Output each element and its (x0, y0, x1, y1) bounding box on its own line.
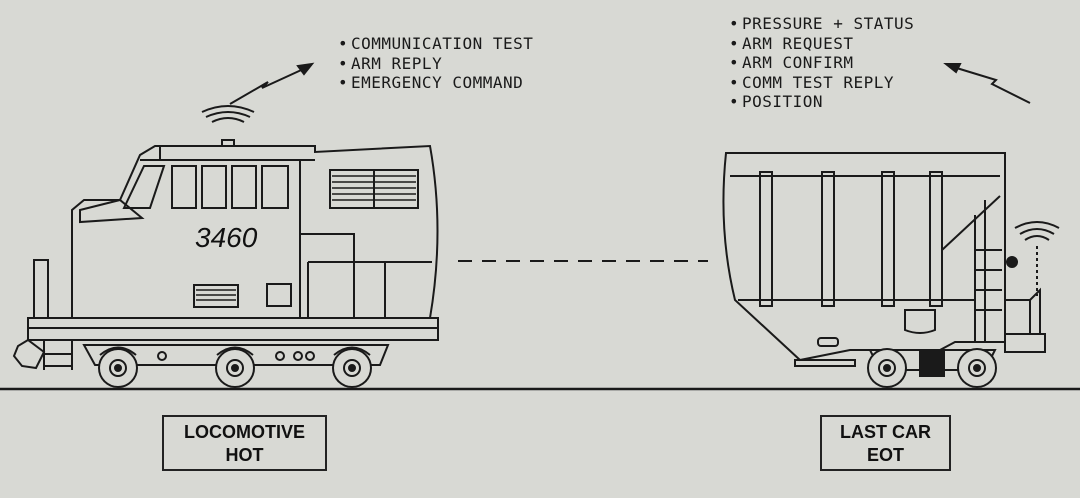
locomotive-message-list: COMMUNICATION TEST ARM REPLY EMERGENCY C… (338, 34, 533, 93)
locomotive-number: 3460 (195, 222, 258, 253)
last-car-label: LAST CAR EOT (820, 415, 951, 471)
locomotive-label-line1: LOCOMOTIVE (184, 422, 305, 442)
message-item: COMMUNICATION TEST (338, 34, 533, 54)
message-item: COMM TEST REPLY (729, 73, 914, 93)
locomotive-label: LOCOMOTIVE HOT (162, 415, 327, 471)
locomotive-label-line2: HOT (225, 445, 264, 465)
last-car-label-line2: EOT (866, 445, 904, 465)
message-item: POSITION (729, 92, 914, 112)
signal-arrow-eot (943, 63, 1031, 104)
eot-antenna-icon (1014, 221, 1060, 241)
loco-antenna-icon (201, 105, 255, 147)
message-item: EMERGENCY COMMAND (338, 73, 533, 93)
signal-arrow-loco (229, 62, 315, 105)
message-item: ARM REQUEST (729, 34, 914, 54)
eot-message-list: PRESSURE + STATUS ARM REQUEST ARM CONFIR… (729, 14, 914, 112)
message-item: ARM REPLY (338, 54, 533, 74)
locomotive-drawing (12, 105, 439, 388)
message-item: ARM CONFIRM (729, 53, 914, 73)
loco-vent (329, 169, 419, 209)
message-item: PRESSURE + STATUS (729, 14, 914, 34)
car-wheels (867, 348, 997, 388)
last-car-drawing (722, 152, 1060, 388)
loco-wheels (98, 348, 372, 388)
last-car-label-line1: LAST CAR (840, 422, 931, 442)
